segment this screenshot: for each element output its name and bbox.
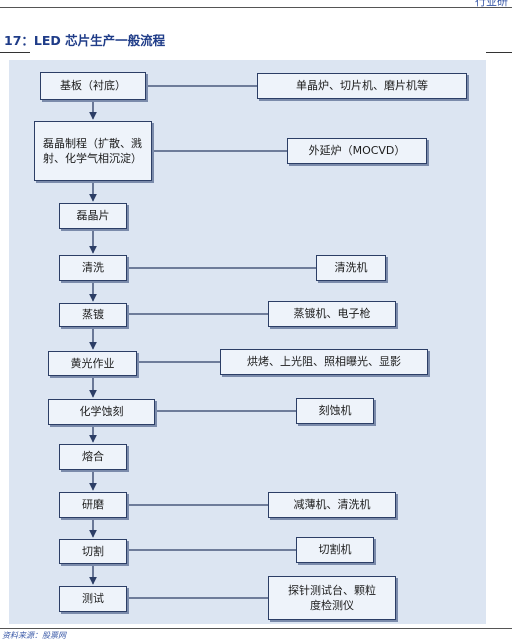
equipment-grinding: 减薄机、清洗机 xyxy=(268,492,396,518)
equipment-cleaning: 清洗机 xyxy=(316,255,386,281)
step-fusion: 熔合 xyxy=(59,444,127,470)
equipment-evaporation: 蒸镀机、电子枪 xyxy=(268,301,396,327)
step-cutting: 切割 xyxy=(59,539,127,564)
equipment-epitaxy: 外延炉（MOCVD） xyxy=(287,138,427,164)
figure-title: 17：LED 芯片生产一般流程 xyxy=(4,33,166,48)
title-rule-left xyxy=(0,52,30,53)
equipment-substrate: 单晶炉、切片机、磨片机等 xyxy=(257,73,467,99)
step-epitaxy-process: 磊晶制程（扩散、溅射、化学气相沉淀） xyxy=(34,121,152,181)
step-testing: 测试 xyxy=(59,586,127,612)
step-chemical-etching: 化学蚀刻 xyxy=(48,399,155,425)
header-label: 行业研 xyxy=(475,0,508,8)
step-evaporation: 蒸镀 xyxy=(59,303,127,327)
step-grinding: 研磨 xyxy=(59,492,127,518)
equipment-cutting: 切割机 xyxy=(296,537,374,563)
equipment-photolithography: 烘烤、上光阻、照相曝光、显影 xyxy=(220,349,428,375)
step-substrate: 基板（衬底） xyxy=(40,72,146,100)
footer-rule xyxy=(0,628,512,629)
equipment-etching: 刻蚀机 xyxy=(296,398,374,424)
step-epi-wafer: 磊晶片 xyxy=(59,203,127,229)
title-rule-right xyxy=(486,52,512,53)
header-rule xyxy=(0,7,512,8)
step-cleaning: 清洗 xyxy=(59,255,127,281)
step-photolithography: 黄光作业 xyxy=(48,351,137,376)
equipment-testing: 探针测试台、颗粒度检测仪 xyxy=(268,576,396,620)
